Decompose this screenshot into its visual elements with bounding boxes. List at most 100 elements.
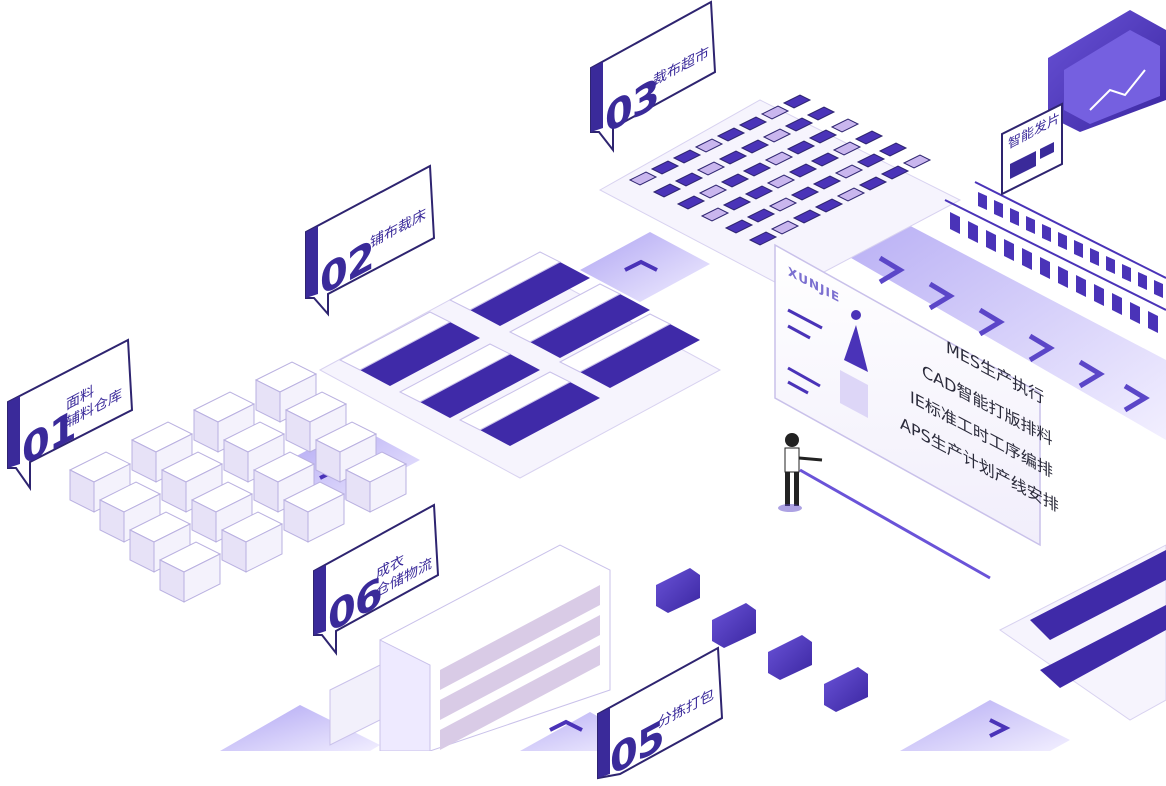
supermarket-bin [650, 160, 680, 175]
supermarket-bin [814, 198, 844, 213]
supermarket-bin [718, 150, 748, 165]
hanging-garment [950, 212, 960, 234]
hanging-garment [1026, 216, 1035, 234]
hanging-garment [1154, 280, 1163, 298]
warehouse-boxes [68, 361, 408, 603]
flow-path-02-03 [580, 232, 710, 302]
supermarket-bin [782, 94, 812, 109]
supermarket-bin [806, 106, 836, 121]
station-callout-02: 02 铺布裁床 [300, 164, 440, 317]
supermarket-bin [760, 105, 790, 120]
supermarket-bin [700, 207, 730, 222]
supermarket-bin [810, 152, 840, 167]
hanging-garment [1022, 248, 1032, 270]
supermarket-bin [768, 197, 798, 212]
cutting-bed-platform [318, 251, 722, 479]
supermarket-bin [762, 128, 792, 143]
supermarket-bin [742, 162, 772, 177]
hanging-garment [1090, 248, 1099, 266]
supermarket-bin [830, 118, 860, 133]
presenter-figure [778, 433, 991, 580]
supermarket-bin [628, 171, 658, 186]
hanging-garment [1094, 284, 1104, 306]
supermarket-bin [808, 129, 838, 144]
hanging-garment [986, 230, 996, 252]
flow-path-main [820, 210, 1166, 440]
station-callout-03: 03 裁布超市 [585, 0, 725, 153]
box-front [307, 493, 345, 543]
hanging-garment [1010, 208, 1019, 226]
supermarket-bin [770, 220, 800, 235]
supermarket-bin [880, 165, 910, 180]
supermarket-bin [748, 231, 778, 246]
supermarket-bin [716, 127, 746, 142]
supermarket-bin [696, 161, 726, 176]
supermarket-bin [652, 183, 682, 198]
supermarket-bin [738, 116, 768, 131]
hanging-rail [944, 181, 1166, 311]
supermarket-bin [764, 151, 794, 166]
hanging-garment [1148, 311, 1158, 333]
supermarket-bin [784, 117, 814, 132]
hanging-garment [1138, 272, 1147, 290]
supermarket-bin [834, 164, 864, 179]
hanging-garment [1122, 264, 1131, 282]
supermarket-bin [746, 208, 776, 223]
box-front [369, 463, 407, 513]
supermarket-bin [698, 184, 728, 199]
smart-dispatch-sign: 智能发片 [1000, 102, 1066, 200]
hanging-garment [1004, 239, 1014, 261]
supermarket-bin [676, 195, 706, 210]
sorting-carts [656, 568, 868, 712]
supermarket-bins [628, 94, 932, 246]
supermarket-bin [902, 154, 932, 169]
hanging-garment [1058, 232, 1067, 250]
supermarket-bin [836, 187, 866, 202]
supermarket-bin [858, 176, 888, 191]
supermarket-bin [856, 153, 886, 168]
hanging-garment [1042, 224, 1051, 242]
station-callout-05: 05 分拣打包 [592, 646, 732, 786]
supermarket-bin [786, 140, 816, 155]
flow-path-bottom-right [900, 700, 1070, 751]
sewing-workstation [999, 544, 1166, 721]
station-callout-01: 01 面料 辅料仓库 [0, 338, 140, 492]
hanging-garment [1106, 256, 1115, 274]
cloth-supermarket-grid [598, 99, 962, 291]
supermarket-bin [792, 209, 822, 224]
station-callout-06: 06 成衣 仓储物流 [308, 503, 448, 656]
box-front [245, 523, 283, 573]
callout-frame [590, 0, 717, 153]
hanging-garment [994, 200, 1003, 218]
scene-artwork [68, 10, 1166, 752]
info-panel [774, 243, 1041, 547]
supermarket-bin [672, 149, 702, 164]
supermarket-bin [790, 186, 820, 201]
hanging-garment [1058, 266, 1068, 288]
supermarket-bin [720, 173, 750, 188]
supermarket-bin [788, 163, 818, 178]
callout-frame [313, 503, 440, 656]
supermarket-bin [878, 142, 908, 157]
supermarket-bin [854, 130, 884, 145]
supermarket-bin [694, 138, 724, 153]
supermarket-bin [674, 172, 704, 187]
box-front [183, 553, 221, 603]
sign-frame [1001, 102, 1063, 196]
hanging-garment [1112, 293, 1122, 315]
finished-goods-shelving [329, 544, 611, 752]
hanging-garment [1076, 275, 1086, 297]
supermarket-bin [740, 139, 770, 154]
supermarket-bin [722, 196, 752, 211]
supermarket-bin [744, 185, 774, 200]
supermarket-bin [812, 175, 842, 190]
hanging-garments [950, 192, 1163, 333]
supermarket-bin [832, 141, 862, 156]
hanging-garment [1130, 302, 1140, 324]
callout-frame [7, 338, 134, 492]
hanging-garment [968, 221, 978, 243]
smart-dispatch-screen [1048, 10, 1166, 132]
supermarket-bin [766, 174, 796, 189]
hanging-garment [978, 192, 987, 210]
